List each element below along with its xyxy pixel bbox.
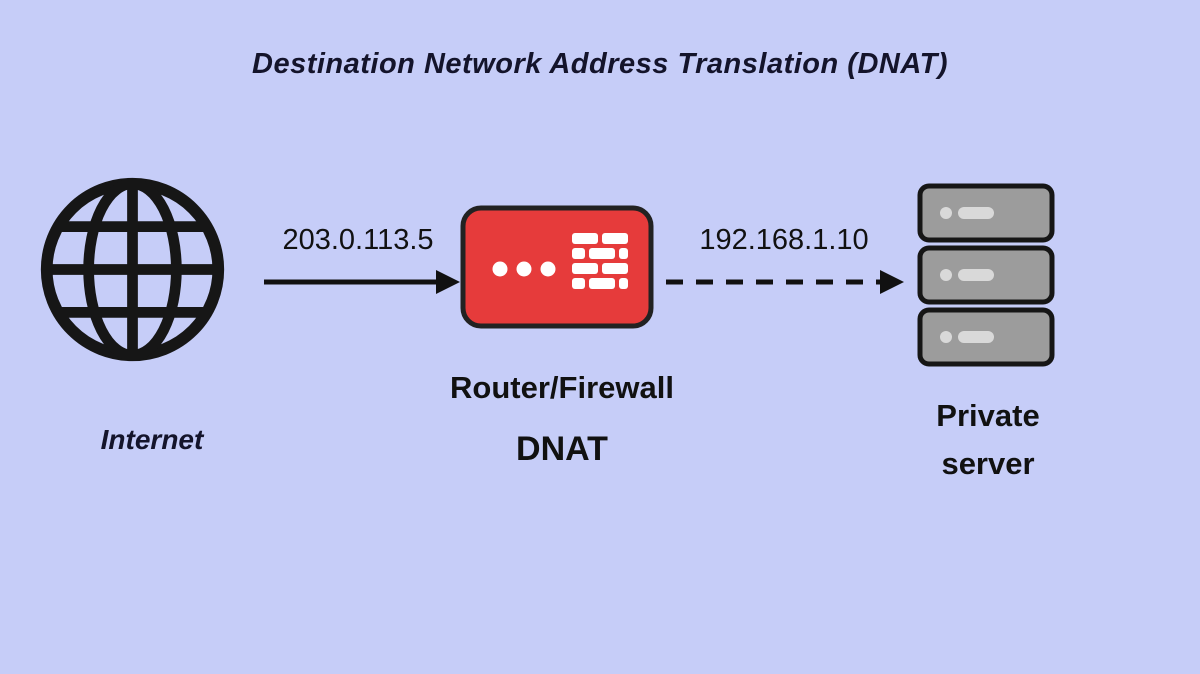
private-server-label: Private server bbox=[906, 392, 1070, 488]
server-stack-icon bbox=[916, 183, 1056, 374]
public-traffic-arrow bbox=[262, 260, 460, 309]
private-traffic-arrow bbox=[662, 260, 904, 309]
private-server-label-line1: Private bbox=[936, 398, 1040, 433]
router-firewall-label: Router/Firewall bbox=[450, 370, 674, 405]
globe-icon bbox=[35, 172, 230, 372]
private-server-label-line2: server bbox=[941, 446, 1035, 482]
private-ip-label: 192.168.1.10 bbox=[699, 224, 869, 256]
firewall-router-icon bbox=[460, 205, 654, 334]
internet-label: Internet bbox=[100, 424, 204, 455]
dnat-label: DNAT bbox=[516, 430, 608, 468]
public-ip-label: 203.0.113.5 bbox=[282, 224, 434, 256]
page-title: Destination Network Address Translation … bbox=[252, 48, 948, 80]
